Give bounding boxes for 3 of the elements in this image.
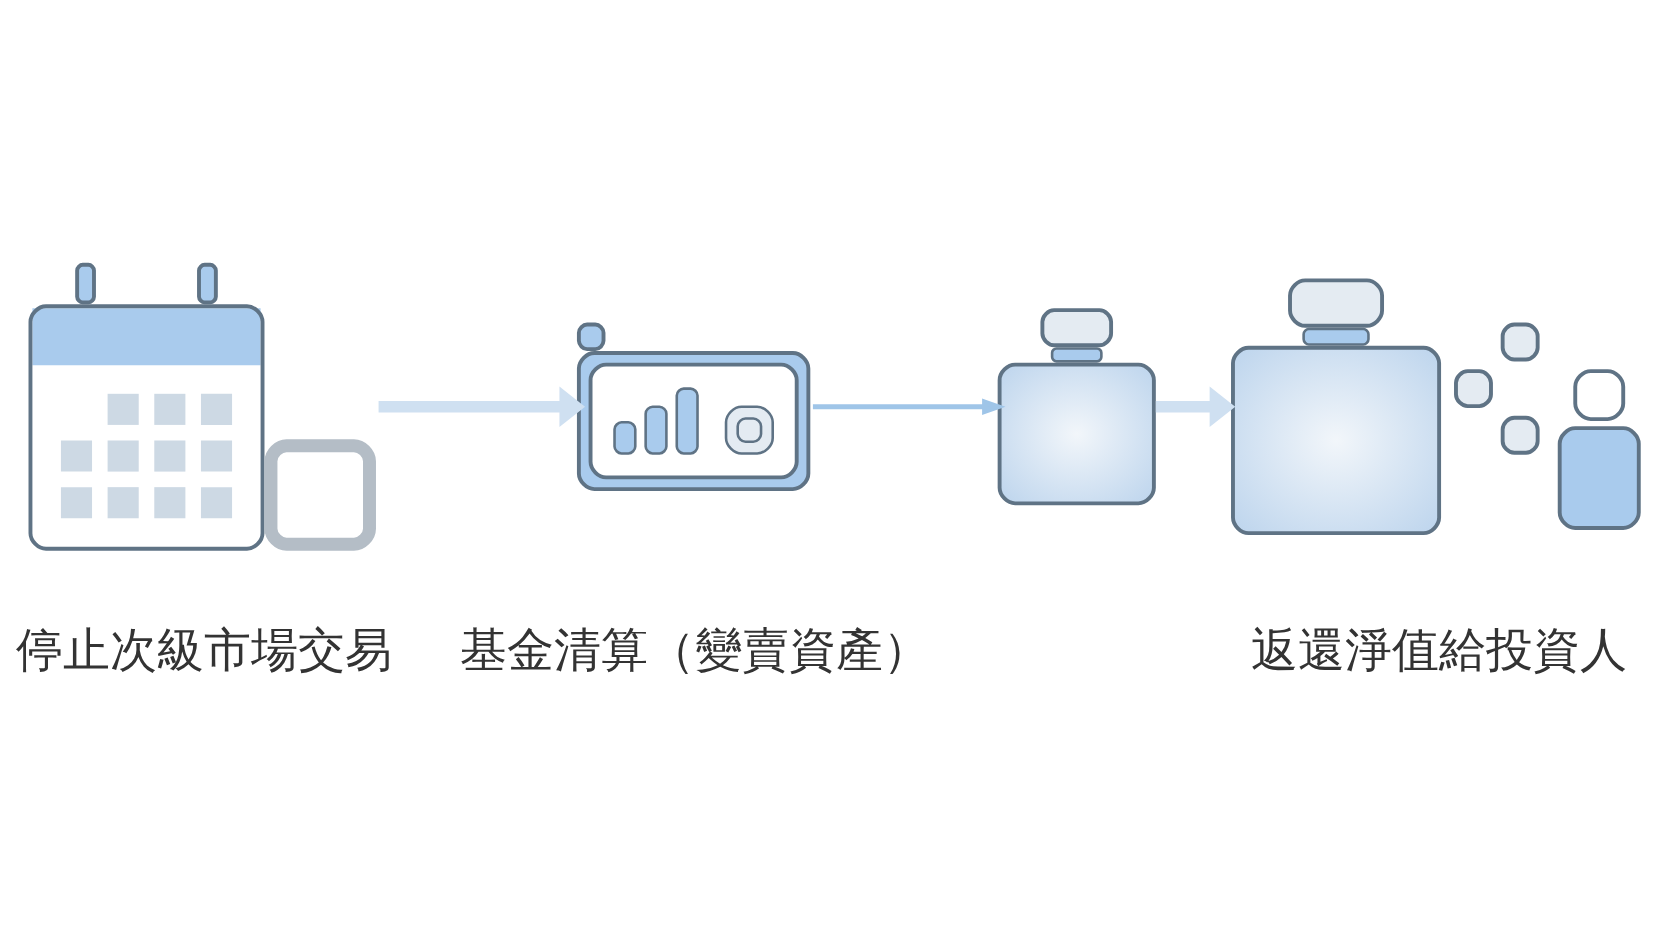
- node-label: 停止次級市場交易: [15, 622, 392, 677]
- node-label: 返還淨值給投資人: [1251, 622, 1628, 677]
- node-label: 基金清算（變賣資產）: [460, 622, 931, 677]
